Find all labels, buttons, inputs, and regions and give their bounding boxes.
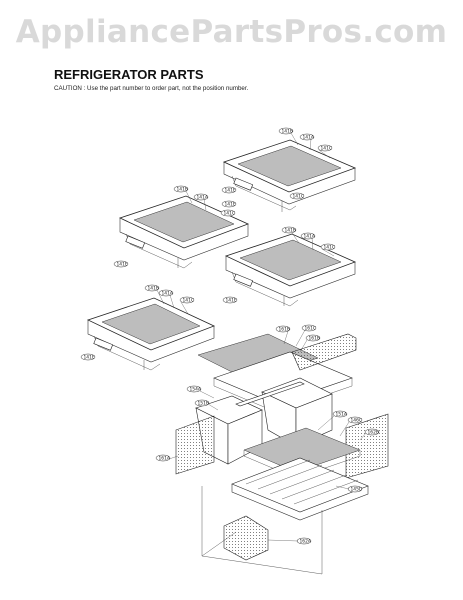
callout-text: 151B (198, 401, 209, 407)
label-141c-e: 141C (179, 296, 195, 304)
callout-text: 154A (190, 387, 201, 393)
label-161c: 161C (301, 324, 317, 332)
shelf-assembly-2: 141B 141A 141E 141C 141E (113, 185, 250, 269)
label-141e-d: 141E (222, 296, 238, 304)
callout-text: 141C (293, 194, 304, 200)
label-141a-d: 141A (158, 289, 174, 297)
callout-text: 141C (224, 211, 235, 217)
callout-text: 141E (84, 355, 95, 361)
label-151a: 151A (332, 410, 348, 418)
tray-ribs (245, 459, 359, 505)
shelf-assembly-3: 141B 141A 141C 141E (222, 226, 357, 307)
label-145d: 145D (347, 485, 363, 493)
page-title: REFRIGERATOR PARTS (54, 67, 204, 82)
label-161b-b: 161B (305, 334, 321, 342)
callout-text: 151A (336, 412, 347, 418)
callout-text: 141A (197, 195, 208, 201)
label-162a: 162A (296, 537, 312, 545)
callout-text: 141B (148, 286, 159, 292)
callout-text: 141B (177, 187, 188, 193)
callout-text: 141E (226, 298, 237, 304)
right-side-panel (345, 413, 389, 479)
labels-shelf-4: 141B 141A 141C 141E (80, 284, 195, 361)
callout-text: 141A (303, 135, 314, 141)
label-141b-c: 141B (281, 226, 297, 234)
labels-crisper: 161B 161C 161B 154A 151B 151A 146C 162B … (155, 324, 380, 545)
callout-text: 141C (324, 245, 335, 251)
callout-text: 161C (305, 326, 316, 332)
labels-shelf-2: 141B 141A 141E 141C 141E (113, 185, 237, 268)
callout-text: 141A (162, 291, 173, 297)
watermark-logo: AppliancePartsPros.com (15, 14, 448, 50)
shelf-assembly-4: 141B 141A 141C 141E (80, 284, 216, 371)
callout-text: 162A (300, 539, 311, 545)
label-141a-c: 141A (300, 232, 316, 240)
callout-text: 141B (282, 129, 293, 135)
callout-text: 162B (368, 430, 379, 436)
labels-shelf-3: 141B 141A 141C 141E (222, 226, 336, 304)
callout-text: 141E (117, 262, 128, 268)
label-141c-d: 141C (320, 243, 336, 251)
label-161b-a: 161B (275, 325, 291, 333)
callout-text: 161B (279, 327, 290, 333)
callout-text: 141E (225, 202, 236, 208)
label-141e-c: 141E (113, 260, 129, 268)
label-141c-b: 141C (289, 192, 305, 200)
label-154a: 154A (186, 385, 202, 393)
label-141a-b: 141A (193, 193, 209, 201)
label-161a: 161A (155, 454, 171, 462)
label-141e-e: 141E (80, 353, 96, 361)
caution-note: CAUTION : Use the part number to order p… (54, 85, 249, 92)
label-141c-a: 141C (317, 144, 333, 152)
label-141a-a: 141A (299, 133, 315, 141)
callout-text: 141B (285, 228, 296, 234)
shelf-assembly-1: 141B 141A 141C 141E 141C (221, 127, 357, 212)
callout-text: 161B (309, 336, 320, 342)
label-141b-a: 141B (278, 127, 294, 135)
callout-text: 145D (351, 487, 363, 493)
callout-text: 141E (225, 188, 236, 194)
label-141e-a: 141E (221, 186, 237, 194)
front-grille (223, 515, 269, 561)
callout-text: 141C (183, 298, 194, 304)
labels-shelf-1: 141B 141A 141C 141E 141C (221, 127, 333, 200)
left-side-panel (175, 415, 215, 475)
crisper-assembly: 161B 161C 161B 154A 151B 151A 146C 162B … (155, 324, 389, 575)
label-146c: 146C (347, 416, 363, 424)
label-141e-b: 141E (221, 200, 237, 208)
callout-text: 141C (321, 146, 332, 152)
callout-text: 146C (351, 418, 362, 424)
callout-text: 141A (304, 234, 315, 240)
label-141b-d: 141B (144, 284, 160, 292)
label-141b-b: 141B (173, 185, 189, 193)
label-151b: 151B (194, 399, 210, 407)
label-141c-c: 141C (220, 209, 236, 217)
label-162b: 162B (364, 428, 380, 436)
callout-text: 161A (159, 456, 170, 462)
